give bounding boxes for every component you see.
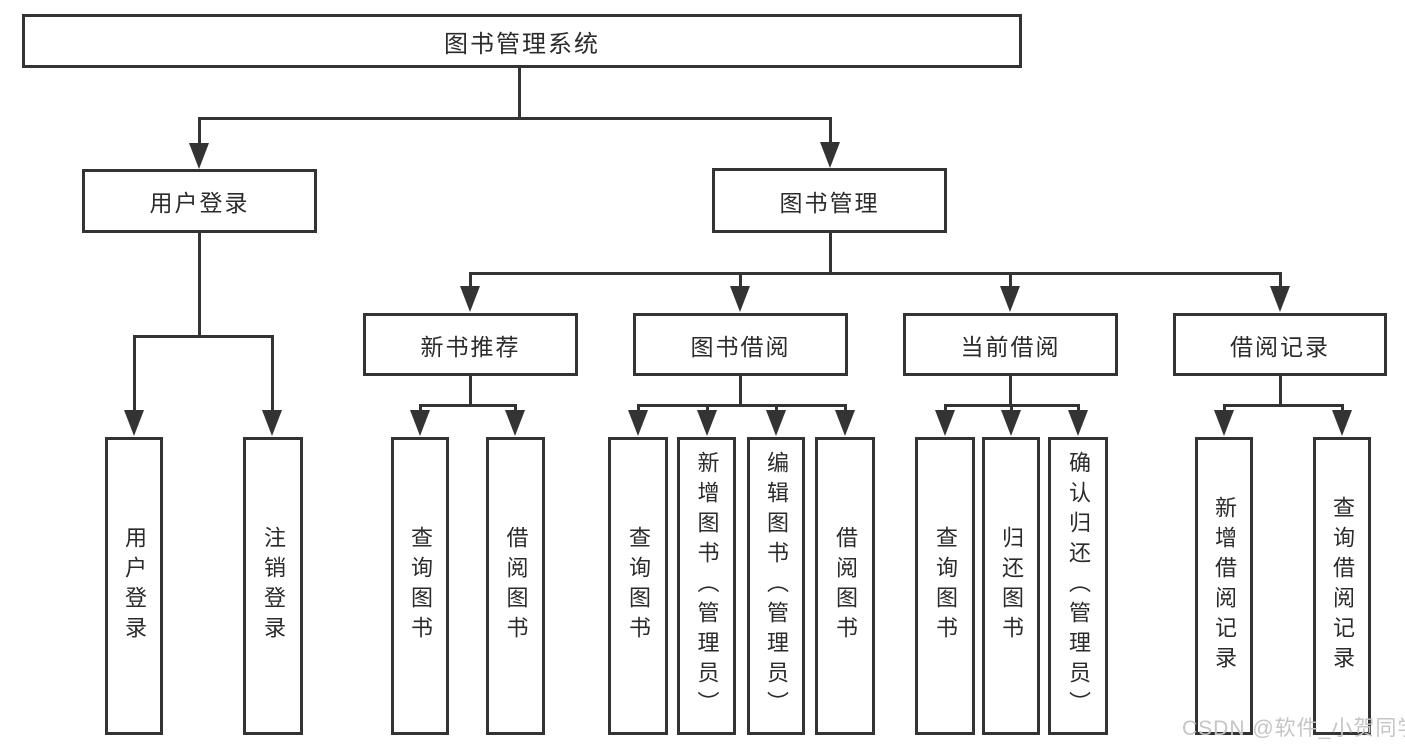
leaf-borrowing-borrow-books-label: 借阅图书 [833,526,858,646]
node-user-login-label: 用户登录 [149,190,250,216]
leaf-query-borrow-record-label: 查询借阅记录 [1330,496,1355,676]
connector-book-borrow-bar [637,404,847,407]
node-borrowing-records: 借阅记录 [1173,313,1387,376]
connector-current-borrow-stem [1009,376,1012,407]
connector-user-login-stem [198,232,201,335]
leaf-edit-book-admin: 编辑图书（管理员） [747,437,805,735]
arrow-borrow-records [1270,286,1290,312]
arrow-g3-borrow-books [835,410,855,436]
leaf-borrowing-query-books-label: 查询图书 [626,526,651,646]
connector-drop-book-mgmt [829,120,832,145]
connector-drop-leaf-user-login [133,338,136,411]
leaf-logout: 注销登录 [243,437,303,735]
leaf-add-borrow-record: 新增借阅记录 [1195,437,1253,735]
connector-new-book-bar [419,404,517,407]
arrow-book-borrow [730,286,750,312]
leaf-return-book: 归还图书 [982,437,1040,735]
leaf-current-query-books: 查询图书 [915,437,975,735]
connector-drop-new-book [469,275,472,289]
leaf-recommend-borrow-books-label: 借阅图书 [503,526,529,646]
leaf-recommend-query-books: 查询图书 [391,437,449,735]
connector-level2-bar [198,117,832,120]
connector-drop-borrow-records [1279,275,1282,289]
leaf-return-book-label: 归还图书 [999,526,1024,646]
arrow-g4-confirm-return [1068,410,1088,436]
arrow-g3-edit-book [766,410,786,436]
leaf-recommend-borrow-books: 借阅图书 [486,437,545,735]
leaf-query-borrow-record: 查询借阅记录 [1313,437,1371,735]
node-book-management-label: 图书管理 [779,189,880,216]
arrow-g5-add-record [1214,410,1234,436]
arrow-g3-add-book [697,410,717,436]
leaf-add-book-admin: 新增图书（管理员） [677,437,736,735]
arrow-g5-query-record [1332,410,1352,436]
leaf-confirm-return-admin-label: 确认归还（管理员） [1066,451,1091,721]
connector-current-borrow-bar [944,404,1080,407]
leaf-edit-book-admin-label: 编辑图书（管理员） [764,451,789,721]
leaf-confirm-return-admin: 确认归还（管理员） [1048,437,1108,735]
connector-drop-leaf-logout [271,338,274,411]
connector-drop-user-login [198,120,201,145]
connector-borrow-records-bar [1223,404,1344,407]
leaf-current-query-books-label: 查询图书 [933,526,958,646]
node-new-book-recommend-label: 新书推荐 [420,333,521,360]
node-user-login: 用户登录 [82,169,317,233]
node-current-borrowing-label: 当前借阅 [960,333,1061,360]
node-book-management: 图书管理 [712,168,947,233]
node-borrowing-records-label: 借阅记录 [1230,333,1330,360]
node-root: 图书管理系统 [22,14,1022,68]
arrow-book-mgmt [820,142,840,168]
arrow-user-login [189,143,209,169]
arrow-g4-query-books [935,410,955,436]
leaf-add-borrow-record-label: 新增借阅记录 [1212,496,1237,676]
arrow-g4-return-book [1001,410,1021,436]
leaf-user-login-label: 用户登录 [122,526,147,646]
connector-user-login-bar [133,335,274,338]
node-book-borrowing: 图书借阅 [633,313,848,376]
node-current-borrowing: 当前借阅 [903,313,1118,376]
leaf-borrowing-query-books: 查询图书 [608,437,668,735]
connector-root-stem [518,68,521,120]
connector-borrow-records-stem [1279,376,1282,407]
leaf-logout-label: 注销登录 [261,526,286,646]
connector-book-mgmt-stem [829,233,832,274]
connector-drop-current-borrow [1009,275,1012,289]
arrow-current-borrow [1000,286,1020,312]
leaf-user-login: 用户登录 [105,437,163,735]
arrow-leaf-user-login [124,410,144,436]
arrow-g2-query-books [410,410,430,436]
node-book-borrowing-label: 图书借阅 [690,333,791,360]
connector-level3-bar [469,272,1282,275]
csdn-watermark: CSDN @软件_小贺同学 [1182,717,1405,740]
node-new-book-recommend: 新书推荐 [363,313,578,376]
connector-book-borrow-stem [739,376,742,407]
arrow-new-book [460,286,480,312]
node-root-label: 图书管理系统 [444,30,600,58]
leaf-borrowing-borrow-books: 借阅图书 [815,437,875,735]
leaf-add-book-admin-label: 新增图书（管理员） [694,451,720,721]
leaf-recommend-query-books-label: 查询图书 [408,526,433,646]
arrow-g3-query-books [628,410,648,436]
arrow-g2-borrow-books [505,410,525,436]
connector-new-book-stem [469,376,472,407]
connector-drop-book-borrow [739,275,742,289]
arrow-leaf-logout [262,410,282,436]
